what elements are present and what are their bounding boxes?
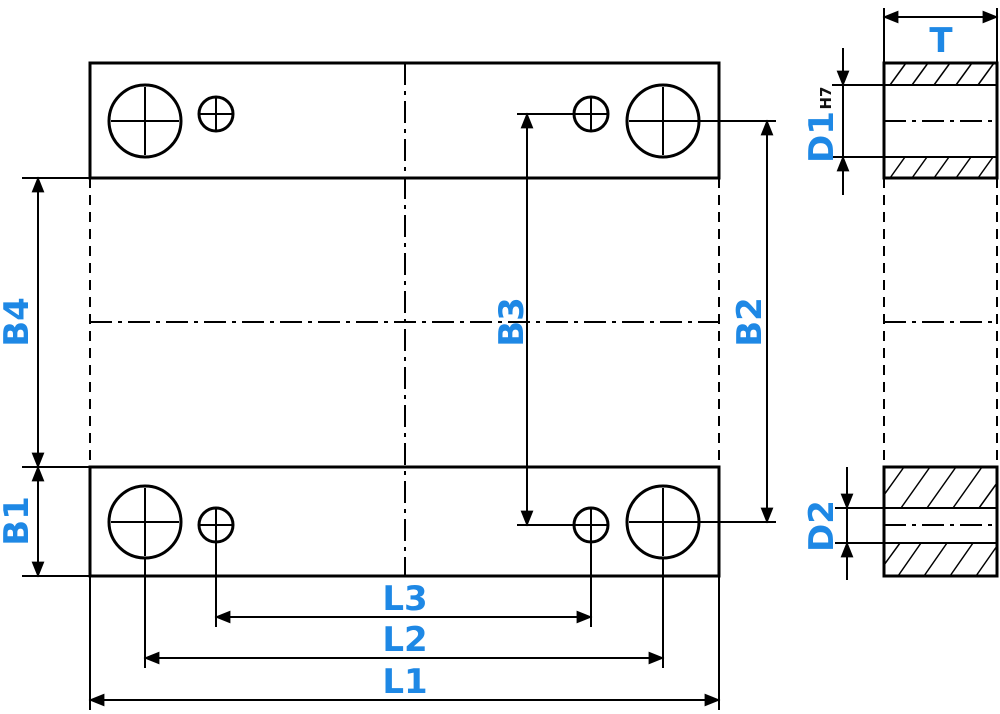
large-hole-bottom-right <box>625 484 701 560</box>
label-d1-tolerance: H7 <box>817 87 835 110</box>
front-view <box>88 61 721 578</box>
small-hole-top-left <box>197 95 235 133</box>
small-hole-bottom-left <box>197 506 235 544</box>
large-hole-top-right <box>625 83 701 159</box>
label-l3: L3 <box>382 579 427 619</box>
label-b4: B4 <box>0 297 37 347</box>
hatch-top-upper <box>889 62 995 86</box>
hatch-bottom-lower <box>883 542 998 577</box>
label-l2: L2 <box>382 620 427 660</box>
label-l1: L1 <box>382 662 427 702</box>
label-d1: D1 <box>802 111 842 163</box>
label-d2: D2 <box>802 500 842 552</box>
large-hole-top-left <box>107 83 183 159</box>
small-hole-bottom-right <box>572 506 610 544</box>
side-view <box>882 61 999 578</box>
label-b3: B3 <box>492 297 532 347</box>
front-dimensions: L3 L2 L1 B4 B1 B3 B2 <box>0 112 776 710</box>
label-b1: B1 <box>0 496 37 546</box>
label-t: T <box>929 21 953 61</box>
large-hole-bottom-left <box>107 484 183 560</box>
side-bottom-section <box>882 465 999 578</box>
hatch-top-lower <box>889 156 994 179</box>
label-b2: B2 <box>730 297 770 347</box>
small-hole-top-right <box>572 95 610 133</box>
side-dimensions: T D1 H7 D2 <box>802 8 999 580</box>
hatch-bottom-upper <box>883 466 998 509</box>
